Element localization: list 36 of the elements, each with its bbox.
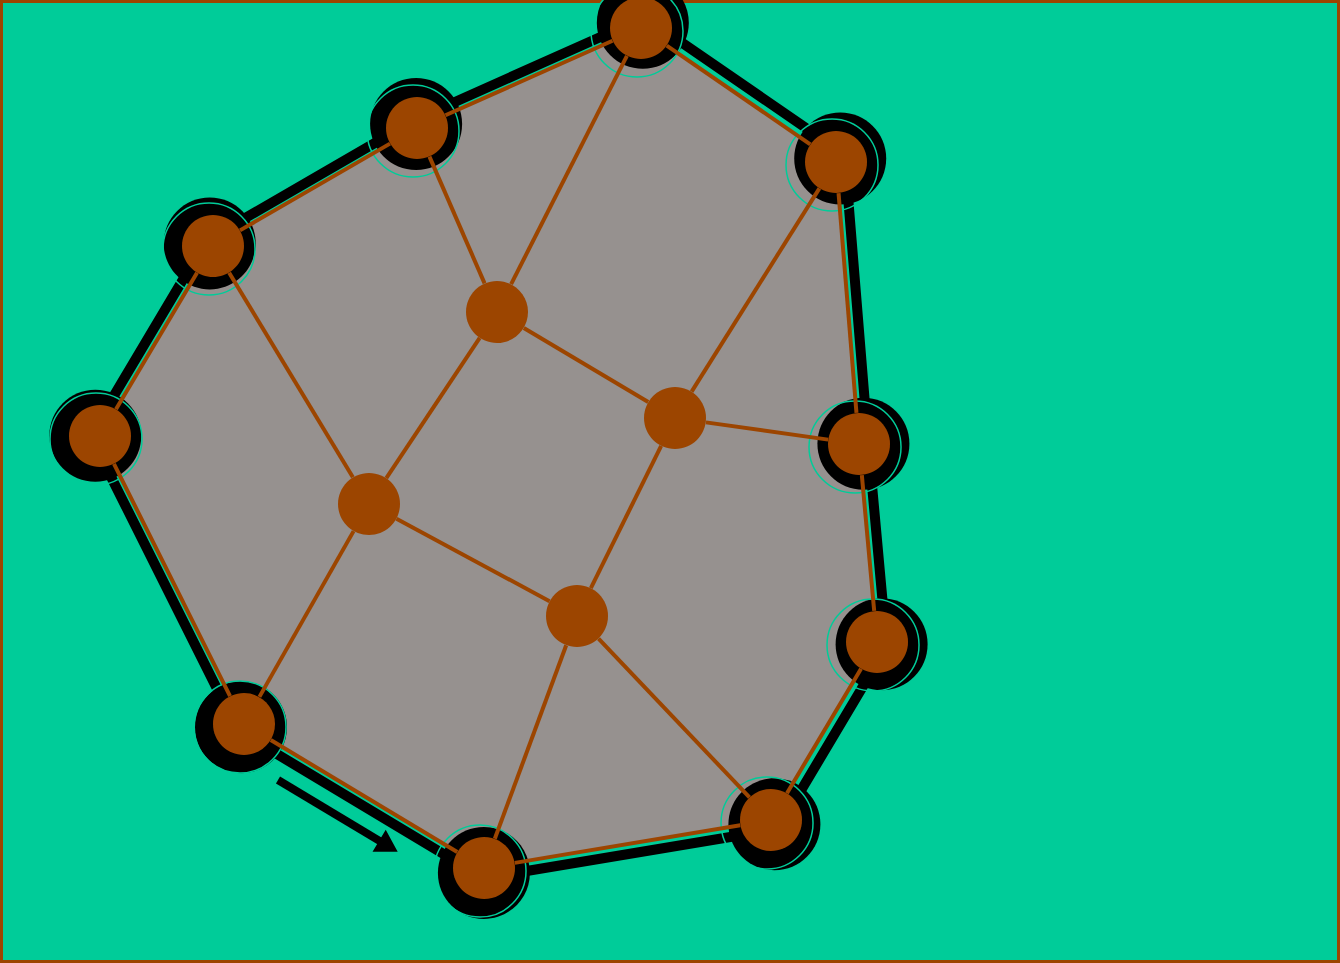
edge-line <box>597 637 751 799</box>
edge-line <box>836 192 859 414</box>
outer-vertex <box>720 776 821 871</box>
edge-line <box>509 54 629 286</box>
edge-line <box>689 187 822 393</box>
inner-vertex <box>466 281 528 343</box>
outer-vertex <box>49 389 143 486</box>
edge-line <box>705 420 829 442</box>
edge-line <box>269 738 459 854</box>
inner-vertex <box>546 585 608 647</box>
inner-vertex <box>338 473 400 535</box>
outer-vertex <box>366 78 463 178</box>
outer-vertex <box>785 112 887 212</box>
edge-line <box>395 517 551 603</box>
outer-vertex <box>826 598 928 692</box>
edge-line <box>257 530 356 698</box>
edge-line <box>444 38 614 118</box>
outer-vertex <box>193 680 287 774</box>
edge-line <box>112 463 232 697</box>
edge-line <box>239 141 391 233</box>
edge-line <box>514 823 741 865</box>
edge-line <box>589 445 663 589</box>
outer-vertex <box>590 0 689 78</box>
edge-line <box>859 474 877 612</box>
edge-line <box>114 271 199 411</box>
edge-line <box>522 326 650 404</box>
edge-line <box>384 336 482 480</box>
outer-vertex <box>433 824 530 919</box>
edge-line <box>665 44 812 146</box>
outer-vertex <box>162 197 256 296</box>
edge-line <box>227 271 355 479</box>
edge-line <box>492 644 569 840</box>
inner-vertex <box>644 387 706 449</box>
outer-vertex <box>808 397 910 494</box>
edge-line <box>785 667 863 795</box>
edge-line <box>427 155 487 285</box>
